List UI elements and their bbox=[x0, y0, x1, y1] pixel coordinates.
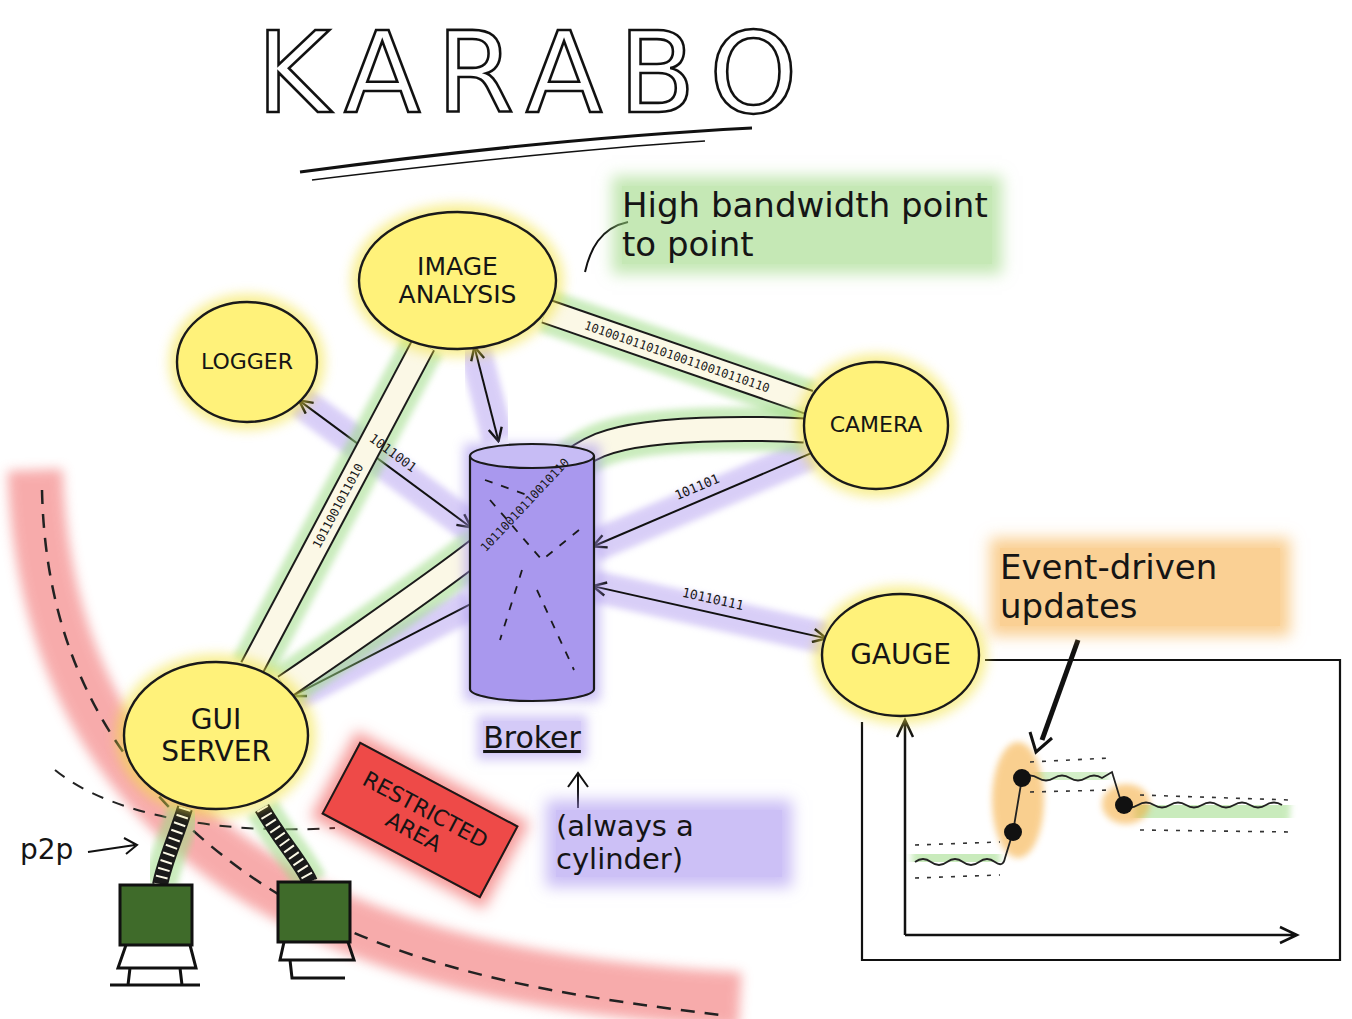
band-outline bbox=[546, 311, 809, 402]
value-trace bbox=[915, 772, 1282, 865]
circle-glow bbox=[116, 654, 316, 817]
monitor-links bbox=[160, 808, 310, 885]
annotation-note: p2p bbox=[20, 834, 73, 866]
circle-body bbox=[359, 212, 556, 349]
circle-glow bbox=[796, 354, 956, 497]
circle-body bbox=[804, 362, 948, 489]
component-circle: GAUGE bbox=[818, 590, 983, 720]
component-circle: GUI SERVER bbox=[120, 658, 312, 813]
circle-body bbox=[124, 662, 308, 809]
restricted-zone bbox=[35, 470, 740, 1015]
arrow-line bbox=[475, 348, 498, 440]
band-outline bbox=[160, 808, 185, 885]
monitor bbox=[278, 882, 354, 978]
zone-boundary bbox=[42, 490, 720, 1015]
message-arrow bbox=[475, 348, 498, 440]
band-glow bbox=[262, 808, 310, 882]
circle-glow bbox=[169, 294, 325, 430]
leader-lines bbox=[88, 222, 1078, 854]
node-label: IMAGE ANALYSIS bbox=[383, 253, 533, 309]
band-glow bbox=[546, 311, 809, 402]
plot-axis bbox=[897, 720, 913, 935]
arrow-line bbox=[594, 453, 811, 546]
data-stream-band bbox=[546, 311, 809, 402]
event-dot bbox=[1013, 769, 1031, 787]
plot-axis bbox=[905, 927, 1297, 943]
restricted-sign: RESTRICTED AREA bbox=[321, 742, 518, 899]
band-fill bbox=[160, 808, 185, 885]
cylinder-top bbox=[470, 444, 594, 468]
leader-arrow bbox=[1042, 640, 1078, 740]
noise-band bbox=[915, 758, 1290, 878]
annotation-note: (always a cylinder) bbox=[556, 810, 782, 877]
node-text: Broker bbox=[462, 705, 602, 770]
monitor bbox=[110, 885, 200, 985]
monitor-screen bbox=[278, 882, 350, 942]
message-arrow bbox=[594, 453, 811, 546]
event-glow bbox=[1102, 784, 1150, 824]
node-text: GUI SERVER bbox=[120, 658, 312, 813]
node-label: GUI SERVER bbox=[146, 704, 286, 767]
event-dot bbox=[1115, 796, 1133, 814]
node-text: RESTRICTED AREA bbox=[322, 744, 516, 899]
component-circle: LOGGER bbox=[173, 298, 321, 426]
annotation-note: High bandwidth point to point bbox=[622, 186, 992, 264]
cylinder-body bbox=[470, 456, 594, 701]
message-bits: 10110111 bbox=[680, 584, 744, 612]
monitor-stand bbox=[280, 942, 354, 978]
node-text: IMAGE ANALYSIS bbox=[355, 208, 560, 353]
stream-bits: 1011001011010 bbox=[309, 462, 365, 552]
component-circle: CAMERA bbox=[800, 358, 952, 493]
arrow-glow bbox=[475, 348, 498, 440]
event-dot bbox=[1004, 823, 1022, 841]
band-fill bbox=[546, 311, 809, 402]
circle-glow bbox=[814, 586, 987, 724]
zone-shading bbox=[35, 470, 740, 1000]
circle-glow bbox=[351, 204, 564, 357]
monitor-stand bbox=[110, 945, 200, 985]
cylinder-outline bbox=[462, 440, 602, 705]
cylinder-hatching bbox=[485, 480, 579, 670]
node-text: GAUGE bbox=[818, 590, 983, 720]
leader-arrow bbox=[88, 838, 137, 854]
node-label: CAMERA bbox=[830, 413, 923, 438]
leader-arrow bbox=[568, 773, 588, 808]
diagram-title: KARABO bbox=[215, 8, 855, 138]
circle-body bbox=[822, 594, 979, 716]
circle-body bbox=[177, 302, 317, 422]
stream-bits: 101001011010100110010110110 bbox=[583, 318, 772, 395]
node-label: LOGGER bbox=[201, 350, 293, 375]
message-bits: 1011001 bbox=[367, 430, 420, 475]
message-bits: 101101 bbox=[673, 471, 722, 503]
leader-arrowhead bbox=[1030, 732, 1052, 752]
band-glow bbox=[160, 808, 185, 885]
node-caption: Broker bbox=[483, 721, 581, 755]
band-outline bbox=[262, 808, 310, 882]
annotation-note: Event-driven updates bbox=[1000, 548, 1280, 626]
arrow-glow bbox=[594, 453, 811, 546]
node-text: LOGGER bbox=[173, 298, 321, 426]
band-fill bbox=[262, 808, 310, 882]
component-circle: IMAGE ANALYSIS bbox=[355, 208, 560, 353]
value-glow bbox=[1135, 808, 1290, 815]
underline-stroke bbox=[312, 141, 705, 180]
stream-bits: 10110010110010110 bbox=[478, 455, 572, 554]
node-text: CAMERA bbox=[800, 358, 952, 493]
node-label: GAUGE bbox=[850, 639, 951, 670]
node-label: RESTRICTED AREA bbox=[330, 759, 509, 885]
monitor-screen bbox=[120, 885, 192, 945]
cylinder-glow bbox=[464, 444, 600, 701]
